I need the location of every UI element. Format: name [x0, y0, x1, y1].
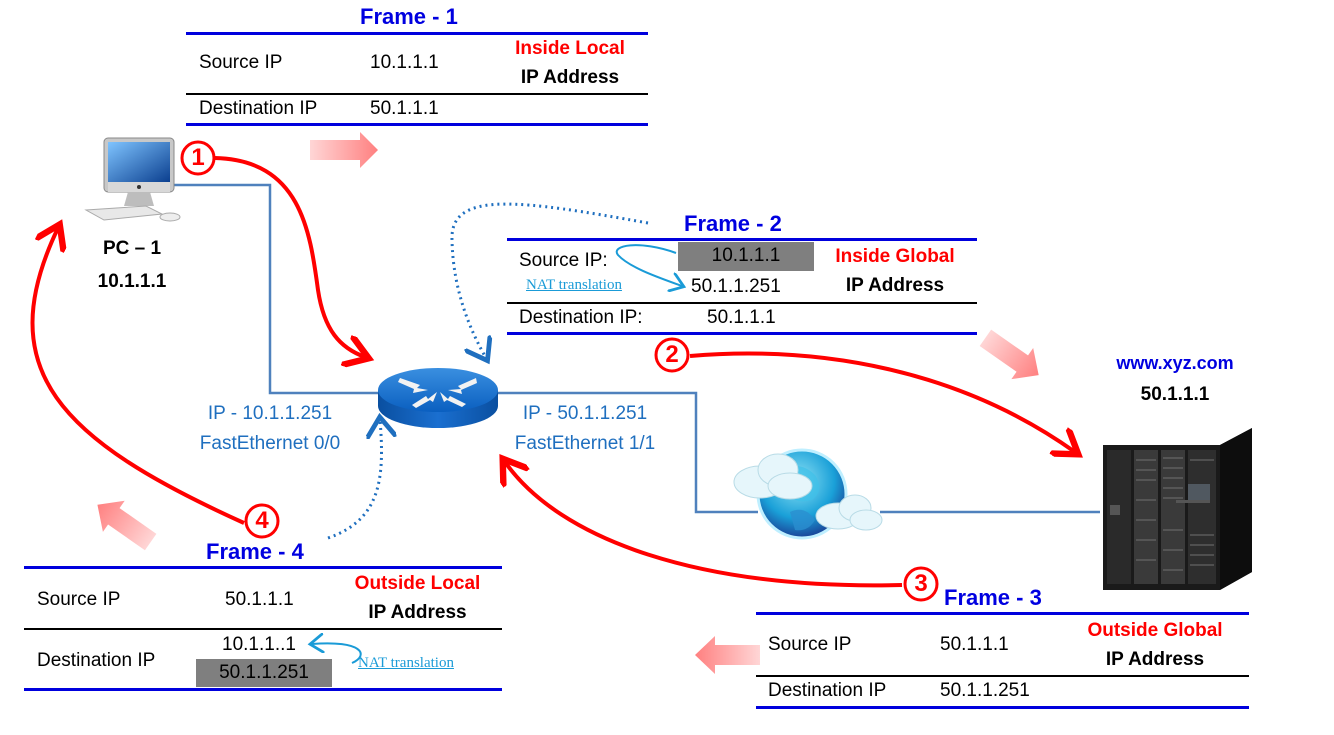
step-number-1: 1	[191, 144, 205, 171]
frame-2-dest-value: 50.1.1.1	[707, 307, 776, 328]
frame-1-source-value: 10.1.1.1	[370, 52, 439, 73]
frame-2-original-source-highlight	[678, 242, 814, 271]
nat-arrow-frame2	[615, 244, 682, 286]
step-number-2: 2	[665, 341, 679, 368]
frame-4-role-suffix: IP Address	[368, 602, 467, 623]
frame-1-source-label: Source IP	[199, 52, 283, 73]
frame-4-top-rule	[24, 566, 502, 569]
link-router-internet	[498, 391, 758, 514]
frame-3-source-label: Source IP	[768, 634, 852, 655]
frame-2-bottom-rule	[507, 332, 977, 335]
server-rack-icon	[1103, 428, 1252, 590]
nat-arrow-frame4	[312, 643, 362, 664]
dotted-arrow-frame4	[327, 420, 382, 540]
router-icon	[378, 368, 498, 428]
router-outside-ip: IP - 50.1.1.251	[522, 403, 648, 424]
frame-1-title: Frame - 1	[360, 4, 458, 29]
frame-3-title: Frame - 3	[944, 585, 1042, 610]
frame-3-dest-label: Destination IP	[768, 680, 887, 701]
frame-3-dest-value: 50.1.1.251	[940, 680, 1030, 701]
direction-arrow-4	[97, 500, 157, 551]
frame-4-dest-label: Destination IP	[37, 650, 156, 671]
frame-1-role-suffix: IP Address	[520, 67, 620, 88]
pc-icon	[84, 137, 181, 222]
frame-1-bottom-rule	[186, 123, 648, 126]
frame-3-role-type: Outside Global	[1087, 620, 1223, 641]
server-hostname: www.xyz.com	[1116, 353, 1234, 373]
frame-3-bottom-rule	[756, 706, 1249, 709]
router-inside-interface: FastEthernet 0/0	[199, 433, 341, 454]
step-circle-3	[903, 566, 939, 602]
pc-name: PC – 1	[102, 238, 162, 259]
internet-globe-icon	[733, 448, 883, 540]
frame-1-role-type: Inside Local	[515, 38, 625, 59]
link-pc-router	[172, 183, 378, 395]
direction-arrow-1	[310, 132, 378, 168]
router-outside-interface: FastEthernet 1/1	[514, 433, 656, 454]
frame-4-bottom-rule	[24, 688, 502, 691]
step-circle-2	[654, 337, 690, 373]
flow-arrow-3	[505, 462, 903, 588]
pc-ip: 10.1.1.1	[97, 271, 167, 292]
frame-2-dest-label: Destination IP:	[519, 307, 643, 328]
frame-2-top-rule	[507, 238, 977, 241]
frame-4-source-label: Source IP	[37, 589, 121, 610]
frame-4-title: Frame - 4	[206, 539, 304, 564]
server-ip: 50.1.1.1	[1140, 384, 1210, 405]
frame-1-top-rule	[186, 32, 648, 35]
step-circle-4	[244, 503, 280, 539]
frame-1-dest-label: Destination IP	[199, 98, 318, 119]
frame-2-role-type: Inside Global	[835, 246, 955, 267]
frame-4-nat-translation-link[interactable]: NAT translation	[358, 655, 454, 671]
direction-arrow-2	[979, 329, 1039, 380]
frame-3-mid-rule	[756, 675, 1249, 677]
frame-1-dest-value: 50.1.1.1	[370, 98, 439, 119]
frame-4-original-dest-highlight	[196, 659, 332, 687]
step-number-3: 3	[914, 570, 928, 597]
frame-2-role-suffix: IP Address	[845, 275, 945, 296]
flow-arrow-1	[214, 156, 365, 357]
frame-2-nat-translation-link[interactable]: NAT translation	[526, 277, 622, 293]
frame-2-mid-rule	[507, 302, 977, 304]
frame-4-role-type: Outside Local	[354, 573, 481, 594]
frame-4-source-value: 50.1.1.1	[225, 589, 294, 610]
frame-3-top-rule	[756, 612, 1249, 615]
flow-arrow-4	[30, 228, 245, 525]
frame-2-title: Frame - 2	[684, 211, 782, 236]
direction-arrow-3	[695, 636, 760, 674]
frame-2-source-label: Source IP:	[519, 250, 608, 271]
step-number-4: 4	[255, 507, 269, 534]
frame-4-mid-rule	[24, 628, 502, 630]
dotted-arrow-frame2	[450, 202, 649, 358]
frame-2-source-translated: 50.1.1.251	[691, 276, 781, 297]
frame-4-dest-translated: 10.1.1..1	[222, 634, 296, 655]
frame-3-source-value: 50.1.1.1	[940, 634, 1009, 655]
step-circle-1	[180, 140, 216, 176]
frame-2-source-original: 10.1.1.1	[711, 245, 781, 266]
frame-4-dest-original: 50.1.1.251	[219, 662, 309, 683]
router-inside-ip: IP - 10.1.1.251	[207, 403, 333, 424]
frame-3-role-suffix: IP Address	[1105, 649, 1205, 670]
frame-1-mid-rule	[186, 93, 648, 95]
flow-arrow-2	[689, 351, 1075, 452]
